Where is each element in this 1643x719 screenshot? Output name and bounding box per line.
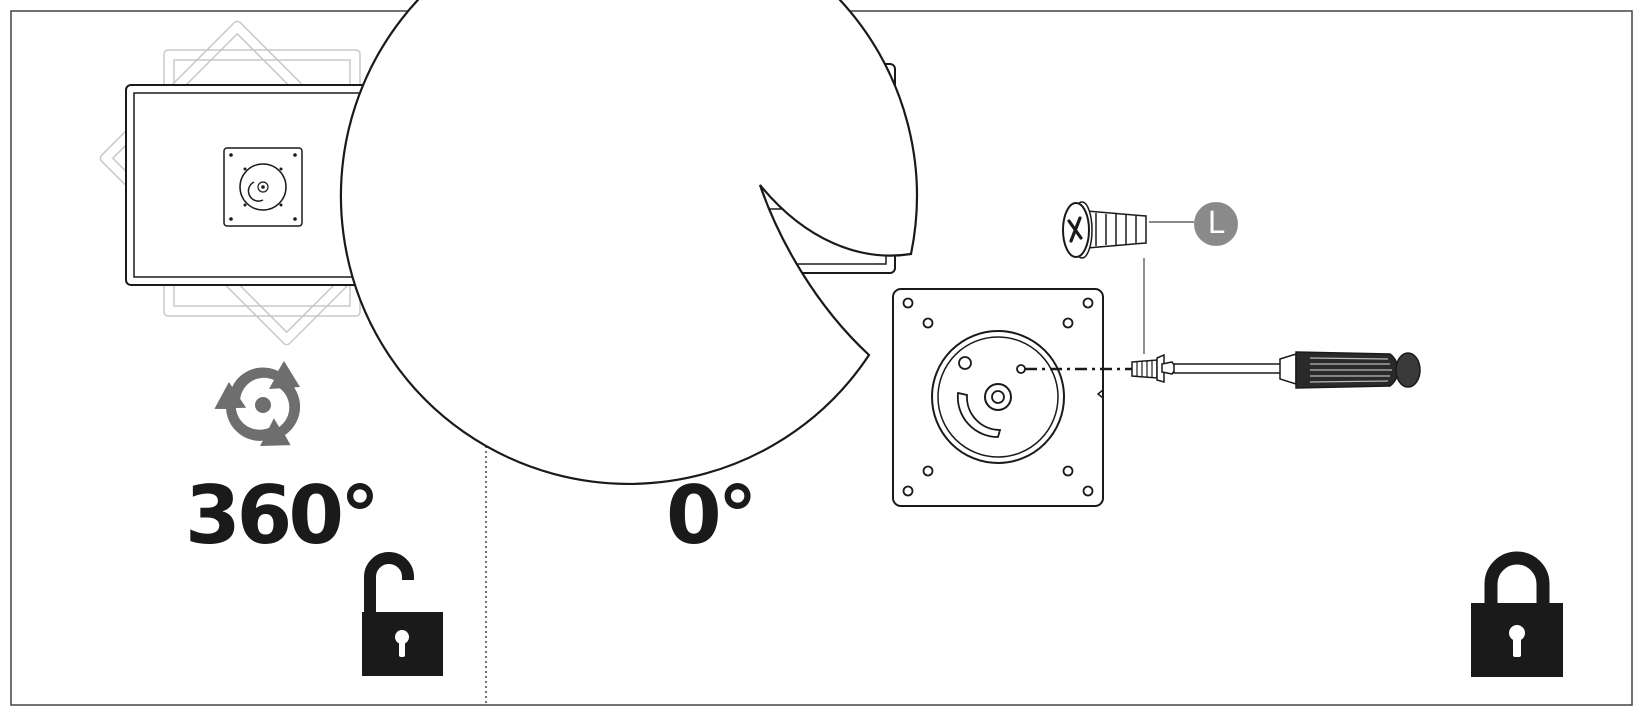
screw-size-badge — [1194, 202, 1238, 246]
locked-padlock-icon — [1471, 551, 1563, 677]
mount-plate-closeup — [892, 288, 1104, 507]
fixed-angle-label: 0° — [666, 469, 758, 562]
loose-screw-icon — [1062, 201, 1194, 259]
unlocked-padlock-icon — [362, 552, 443, 676]
rotation-angle-label: 360° — [185, 469, 380, 562]
screw-icon — [1131, 353, 1165, 383]
rotating-monitor-illustration — [99, 20, 425, 346]
screw-size-letter: L — [1207, 206, 1225, 241]
screwdriver-icon — [1161, 351, 1421, 389]
zoom-callout — [339, 0, 919, 486]
rotate-arrows-icon — [206, 361, 319, 460]
